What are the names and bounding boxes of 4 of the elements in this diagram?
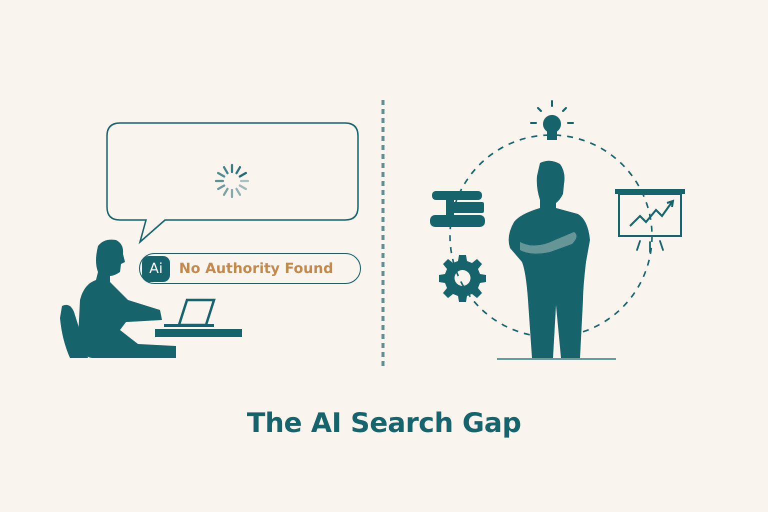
ai-badge: Ai (142, 256, 170, 282)
status-text: No Authority Found (179, 260, 334, 276)
title: The AI Search Gap (246, 408, 522, 439)
status-bar (139, 253, 361, 284)
